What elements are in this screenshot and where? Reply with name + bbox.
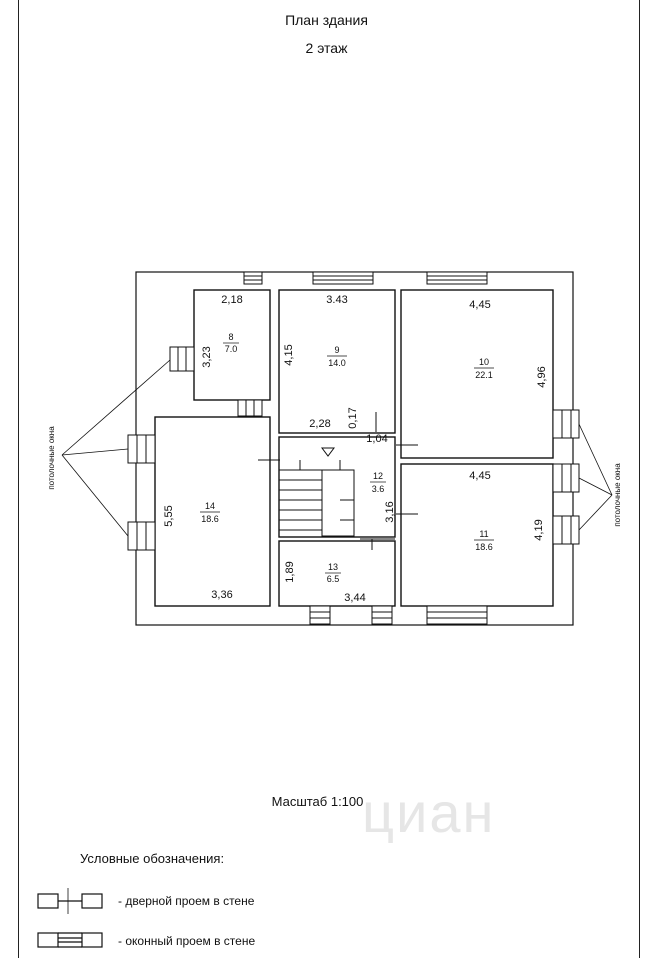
window-icon [127, 434, 156, 464]
room-9-height: 4,15 [283, 344, 295, 365]
window-icon [552, 463, 580, 493]
room-12-height: 3,16 [384, 501, 396, 522]
room-12-number: 12 [373, 471, 383, 481]
room-12-width: 1,04 [366, 433, 387, 445]
room-8-area: 7.0 [225, 344, 238, 354]
room-10 [400, 289, 554, 459]
room-10-number: 10 [479, 357, 489, 367]
window-icon [312, 271, 374, 285]
room-10-area: 22.1 [475, 370, 493, 380]
room-9-number: 9 [334, 345, 339, 355]
page-frame [18, 0, 640, 958]
room-13-number: 13 [328, 562, 338, 572]
window-icon [309, 605, 331, 625]
windows [127, 271, 580, 625]
window-icon [552, 515, 580, 545]
legend-window-text: - оконный проем в стене [118, 934, 256, 948]
scale-label: Масштаб 1:100 [271, 794, 364, 809]
floor-label: 2 этаж [305, 40, 348, 56]
staircase [279, 447, 355, 537]
window-icon [552, 409, 580, 439]
window-icon [169, 346, 195, 372]
room-11-area: 18.6 [475, 542, 493, 552]
room-13-height: 1,89 [284, 561, 296, 582]
skylight-leaders [61, 359, 613, 537]
room-14-height: 5,55 [163, 505, 175, 526]
room-11 [400, 463, 554, 607]
room-13 [278, 540, 396, 607]
door-symbol-icon [37, 888, 103, 914]
legend-door-text: - дверной проем в стене [118, 894, 255, 908]
skylight-label-left: потолочные окна [47, 426, 56, 490]
room-8-width: 2,18 [221, 294, 242, 306]
room-12-area: 3.6 [372, 484, 385, 494]
window-symbol-icon [37, 932, 103, 948]
room-8-number: 8 [228, 332, 233, 342]
room-11-width: 4,45 [469, 470, 490, 482]
watermark-logo: циан [362, 781, 496, 844]
window-icon [237, 399, 263, 417]
window-icon [426, 605, 488, 625]
room-10-height: 4,96 [536, 366, 548, 387]
room-9-extra-width: 2,28 [309, 418, 330, 430]
room-11-height: 4,19 [533, 519, 545, 540]
room-9-extra-height: 0,17 [347, 407, 359, 428]
room-14 [154, 416, 271, 607]
room-9-width: 3.43 [326, 294, 347, 306]
legend-title: Условные обозначения: [80, 851, 225, 866]
room-10-width: 4,45 [469, 299, 490, 311]
room-14-number: 14 [205, 501, 215, 511]
room-13-width: 3,44 [344, 592, 365, 604]
room-9 [278, 289, 396, 434]
window-icon [127, 521, 156, 551]
window-icon [426, 271, 488, 285]
skylight-label-right: потолочные окна [613, 463, 622, 527]
room-13-area: 6.5 [327, 574, 340, 584]
plan-title: План здания [285, 12, 368, 28]
room-8-height: 3,23 [201, 346, 213, 367]
room-8 [193, 289, 271, 401]
room-11-number: 11 [479, 529, 488, 539]
room-12 [278, 436, 396, 538]
room-14-width: 3,36 [211, 589, 232, 601]
room-9-area: 14.0 [328, 358, 346, 368]
window-icon [243, 271, 263, 285]
window-icon [371, 605, 393, 625]
outer-wall [135, 271, 574, 626]
room-14-area: 18.6 [201, 514, 219, 524]
